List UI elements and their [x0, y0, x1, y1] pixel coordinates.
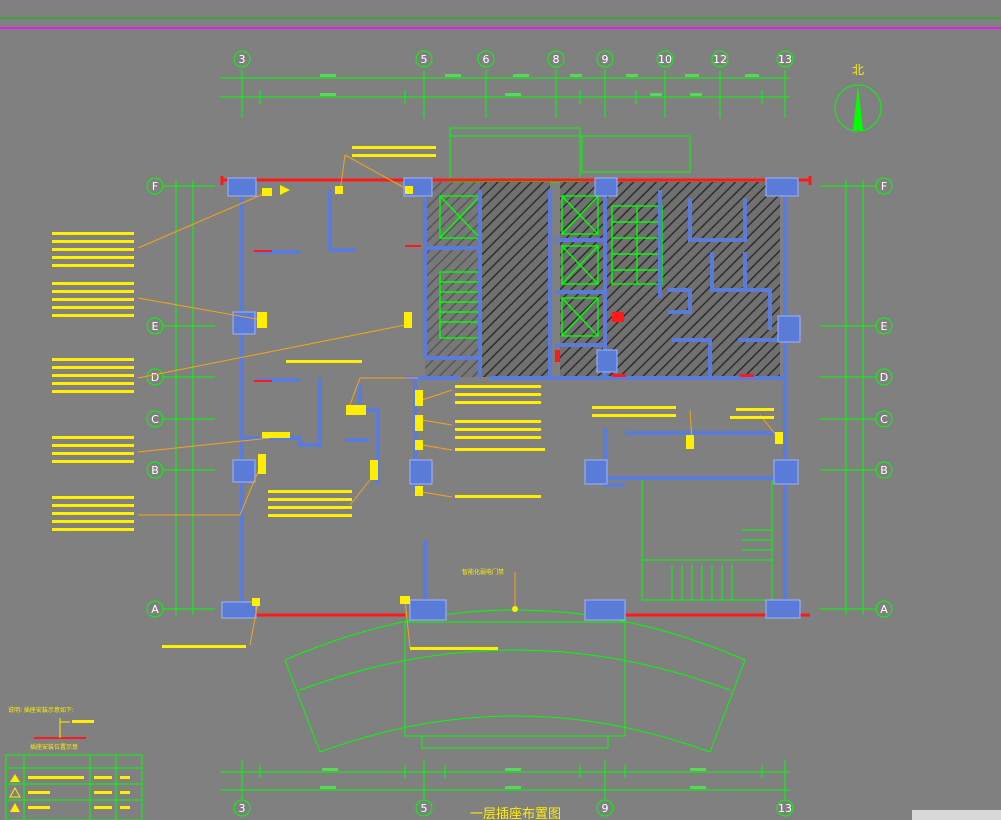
top-axis-5-circle [415, 50, 433, 68]
dimension-tick-text [320, 74, 759, 789]
north-label: 北 [852, 63, 864, 77]
legend-title: 说明: 插座安装示意如下: [8, 706, 74, 714]
interior-walls [240, 190, 787, 610]
socket-symbols [252, 185, 783, 612]
bottom-axis-5-label: 5 [421, 802, 428, 815]
side-dimension-lines [168, 180, 870, 615]
north-arrow-icon [834, 84, 882, 132]
top-axis-9-label: 9 [602, 53, 609, 66]
row-axis-right-D-label: D [880, 371, 888, 384]
drawing-title: 一层插座布置图 [470, 807, 561, 820]
row-axis-right-F-label: F [881, 180, 887, 193]
top-axis-12-label: 12 [713, 53, 727, 66]
row-axis-right-C-label: C [880, 413, 888, 426]
top-axis-9-circle [596, 50, 614, 68]
stair-bottom-right [641, 477, 773, 601]
top-dimension-lines [220, 70, 790, 118]
left-annotation-blocks [52, 232, 134, 531]
legend-block: 说明: 插座安装示意如下: 插座安装位置示意 [5, 706, 143, 820]
legend-socket-icon-1 [10, 774, 20, 782]
top-axis-8-label: 8 [553, 53, 560, 66]
corner-panel [912, 810, 1001, 820]
row-axis-right-A-label: A [880, 603, 888, 616]
row-axis-left-E-label: E [152, 320, 159, 333]
top-axis-8-circle [547, 50, 565, 68]
red-fixtures [254, 245, 754, 382]
top-axis-13-circle [776, 50, 794, 68]
row-axis-right-B-label: B [880, 464, 888, 477]
plan-annotation-blocks [162, 146, 774, 650]
top-axis-bubbles: 3 5 6 8 9 10 12 13 [233, 50, 794, 68]
top-axis-6-circle [477, 50, 495, 68]
row-axis-left-A-label: A [151, 603, 159, 616]
entrance-canopy [284, 609, 746, 753]
legend-note: 插座安装位置示意 [30, 743, 78, 751]
row-axis-left-D-label: D [151, 371, 159, 384]
bottom-axis-9-label: 9 [602, 802, 609, 815]
row-axis-left-F-label: F [152, 180, 158, 193]
roof-outline [449, 127, 691, 183]
bottom-dimension-lines [220, 760, 790, 800]
bottom-axis-13-label: 13 [778, 802, 792, 815]
top-axis-3-circle [233, 50, 251, 68]
top-axis-6-label: 6 [483, 53, 490, 66]
top-axis-12-circle [711, 50, 729, 68]
top-axis-5-label: 5 [421, 53, 428, 66]
top-axis-3-label: 3 [239, 53, 246, 66]
bottom-axis-3-label: 3 [239, 802, 246, 815]
top-axis-13-label: 13 [778, 53, 792, 66]
row-axis-right-E-label: E [881, 320, 888, 333]
row-axis-left-B-label: B [151, 464, 159, 477]
elevator-shafts [439, 195, 663, 339]
row-axis-left-C-label: C [151, 413, 159, 426]
top-axis-10-label: 10 [658, 53, 672, 66]
top-axis-10-circle [656, 50, 674, 68]
legend-socket-icon-3 [10, 803, 20, 812]
legend-socket-icon-2 [9, 786, 21, 798]
center-note: 智能化弱电门禁 [462, 568, 504, 576]
